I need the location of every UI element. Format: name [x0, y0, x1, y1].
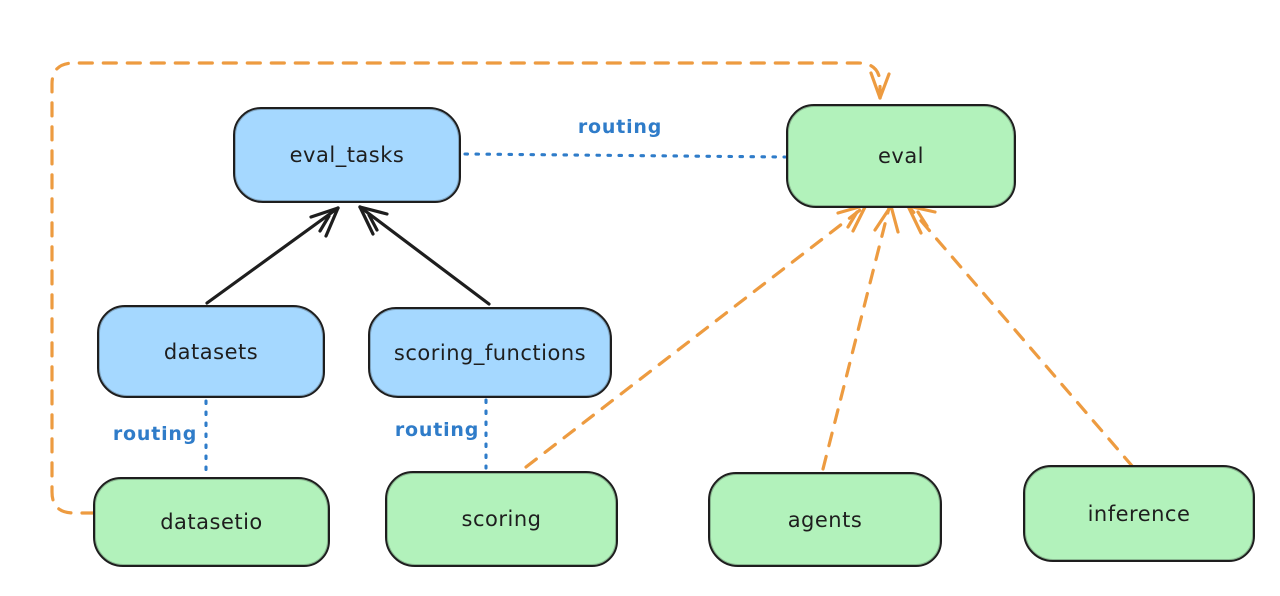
node-eval-tasks-label: eval_tasks [289, 143, 405, 167]
node-inference-label: inference [1087, 501, 1191, 526]
edge-label-routing-scoring-functions-scoring: routing [394, 419, 480, 441]
edge-scoring-functions-to-eval-tasks [358, 205, 491, 306]
node-inference: inference [1023, 465, 1255, 562]
node-scoring-functions: scoring_functions [368, 307, 612, 398]
edge-datasetio-to-eval [50, 61, 891, 515]
edge-agents-to-eval [821, 204, 900, 471]
edge-label-routing-datasets-datasetio: routing [112, 423, 198, 445]
node-datasets-label: datasets [163, 339, 259, 364]
node-datasetio: datasetio [93, 477, 330, 567]
node-eval-label: eval [877, 144, 925, 168]
node-agents-label: agents [787, 507, 863, 532]
node-agents: agents [708, 472, 942, 567]
edge-eval-tasks-to-eval [463, 152, 787, 159]
node-datasets: datasets [97, 305, 325, 398]
node-datasetio-label: datasetio [160, 510, 263, 534]
edge-inference-to-eval [906, 204, 1135, 469]
node-scoring-label: scoring [461, 507, 542, 531]
node-eval: eval [786, 104, 1016, 208]
node-scoring: scoring [385, 471, 618, 567]
edge-label-routing-eval-tasks-eval: routing [577, 116, 663, 138]
node-scoring-functions-label: scoring_functions [393, 340, 587, 365]
edge-datasets-to-eval-tasks [205, 206, 340, 305]
node-eval-tasks: eval_tasks [233, 107, 461, 203]
